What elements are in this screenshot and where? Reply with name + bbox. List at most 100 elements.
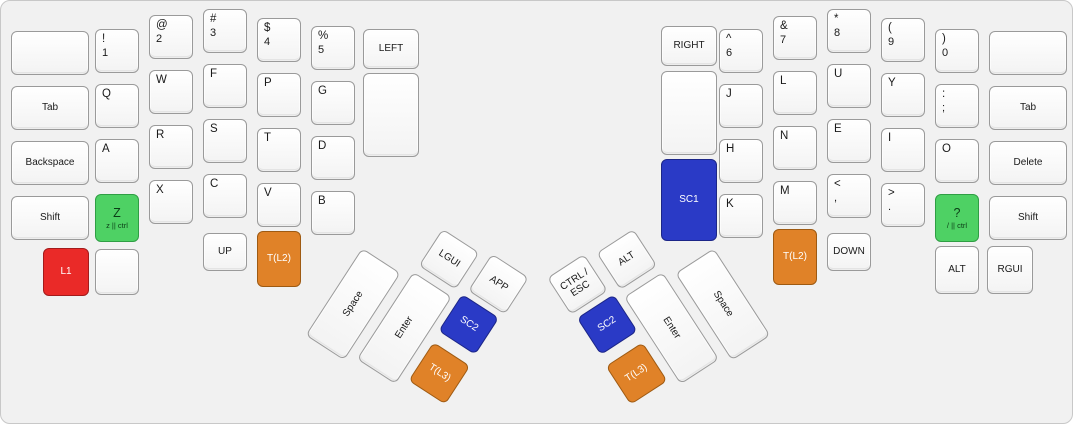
key-blank-left-outer-top[interactable] — [11, 31, 89, 75]
key-tab-right-label: Tab — [1019, 102, 1037, 114]
key-down[interactable]: DOWN — [827, 233, 871, 271]
key-v[interactable]: V — [257, 183, 301, 227]
key-right-arrow[interactable]: RIGHT — [661, 26, 717, 66]
key-enter-right-label: Enter — [660, 315, 683, 342]
key-l1[interactable]: L1 — [43, 248, 89, 296]
key-shift-left-label: Shift — [39, 212, 60, 224]
key-tab-right[interactable]: Tab — [989, 86, 1067, 130]
key-n[interactable]: N — [773, 126, 817, 170]
key-o[interactable]: O — [935, 139, 979, 183]
key-t-l3-right-label: T(L3) — [623, 362, 650, 385]
key-0-rparen-label: ) — [942, 33, 946, 45]
key-7-amp[interactable]: &7 — [773, 16, 817, 60]
key-colon-semicolon-label: : — [942, 88, 946, 100]
key-f[interactable]: F — [203, 64, 247, 108]
key-3-hash-label: # — [210, 13, 217, 25]
key-comma-lt[interactable]: <, — [827, 174, 871, 218]
key-8-asterisk-sublabel: 8 — [834, 26, 841, 39]
key-shift-left[interactable]: Shift — [11, 196, 89, 240]
key-comma-lt-label: < — [834, 178, 841, 190]
key-s[interactable]: S — [203, 119, 247, 163]
key-x[interactable]: X — [149, 180, 193, 224]
key-left-arrow[interactable]: LEFT — [363, 29, 419, 69]
key-p[interactable]: P — [257, 73, 301, 117]
key-rgui[interactable]: RGUI — [987, 246, 1033, 294]
key-m[interactable]: M — [773, 181, 817, 225]
key-c[interactable]: C — [203, 174, 247, 218]
key-ctrl-esc-label: CTRL / ESC — [558, 266, 593, 300]
key-4-dollar-label: $ — [264, 22, 271, 34]
key-n-label: N — [780, 130, 789, 142]
key-blank-left-bottom[interactable] — [95, 249, 139, 295]
key-y[interactable]: Y — [881, 73, 925, 117]
key-1-exclaim[interactable]: !1 — [95, 29, 139, 73]
key-alt-right[interactable]: ALT — [935, 246, 979, 294]
key-t-l3-left[interactable]: T(L3) — [408, 342, 471, 405]
key-up-label: UP — [218, 246, 232, 258]
key-delete[interactable]: Delete — [989, 141, 1067, 185]
key-1-exclaim-sublabel: 1 — [102, 46, 109, 59]
key-a[interactable]: A — [95, 139, 139, 183]
key-t-l2-left[interactable]: T(L2) — [257, 231, 301, 287]
key-sc1-label: SC1 — [679, 194, 699, 206]
key-x-label: X — [156, 184, 164, 196]
key-u[interactable]: U — [827, 64, 871, 108]
key-t[interactable]: T — [257, 128, 301, 172]
key-4-dollar[interactable]: $4 — [257, 18, 301, 62]
key-9-lparen[interactable]: (9 — [881, 18, 925, 62]
key-t-l3-right[interactable]: T(L3) — [605, 342, 668, 405]
key-d[interactable]: D — [311, 136, 355, 180]
key-t-l2-right-label: T(L2) — [783, 251, 807, 263]
key-k-label: K — [726, 198, 734, 210]
key-i[interactable]: I — [881, 128, 925, 172]
key-tab-left[interactable]: Tab — [11, 86, 89, 130]
key-q[interactable]: Q — [95, 84, 139, 128]
key-h[interactable]: H — [719, 139, 763, 183]
key-z-label: Z — [113, 205, 121, 220]
key-g[interactable]: G — [311, 81, 355, 125]
key-3-hash[interactable]: #3 — [203, 9, 247, 53]
key-7-amp-label: & — [780, 20, 788, 32]
key-blank-left-inner[interactable] — [363, 73, 419, 157]
key-t-l2-right[interactable]: T(L2) — [773, 229, 817, 285]
key-i-label: I — [888, 132, 892, 144]
key-colon-semicolon-sublabel: ; — [942, 101, 946, 114]
key-k[interactable]: K — [719, 194, 763, 238]
key-9-lparen-label: ( — [888, 22, 892, 34]
key-g-label: G — [318, 85, 327, 97]
key-5-percent[interactable]: %5 — [311, 26, 355, 70]
key-r[interactable]: R — [149, 125, 193, 169]
key-l[interactable]: L — [773, 71, 817, 115]
key-c-label: C — [210, 178, 219, 190]
key-t-l2-left-label: T(L2) — [267, 253, 291, 265]
key-6-caret[interactable]: ^6 — [719, 29, 763, 73]
key-j[interactable]: J — [719, 84, 763, 128]
key-1-exclaim-label: ! — [102, 33, 106, 45]
key-3-hash-sublabel: 3 — [210, 26, 217, 39]
key-backspace[interactable]: Backspace — [11, 141, 89, 185]
key-sc1[interactable]: SC1 — [661, 159, 717, 241]
key-5-percent-sublabel: 5 — [318, 43, 325, 56]
key-b[interactable]: B — [311, 191, 355, 235]
key-blank-right-inner[interactable] — [661, 71, 717, 155]
key-question[interactable]: ?/ || ctrl — [935, 194, 979, 242]
key-space-right-label: Space — [710, 289, 736, 320]
key-period-gt[interactable]: >. — [881, 183, 925, 227]
key-shift-right[interactable]: Shift — [989, 196, 1067, 240]
key-6-caret-sublabel: 6 — [726, 46, 733, 59]
key-up[interactable]: UP — [203, 233, 247, 271]
key-2-at[interactable]: @2 — [149, 15, 193, 59]
key-8-asterisk[interactable]: *8 — [827, 9, 871, 53]
key-w[interactable]: W — [149, 70, 193, 114]
key-shift-right-label: Shift — [1017, 212, 1038, 224]
key-rgui-label: RGUI — [997, 264, 1023, 276]
key-0-rparen[interactable]: )0 — [935, 29, 979, 73]
key-z-sublabel: z || ctrl — [106, 221, 128, 231]
key-e[interactable]: E — [827, 119, 871, 163]
key-app-label: APP — [487, 273, 510, 294]
key-colon-semicolon[interactable]: :; — [935, 84, 979, 128]
key-4-dollar-sublabel: 4 — [264, 35, 271, 48]
key-blank-right-outer-top[interactable] — [989, 31, 1067, 75]
